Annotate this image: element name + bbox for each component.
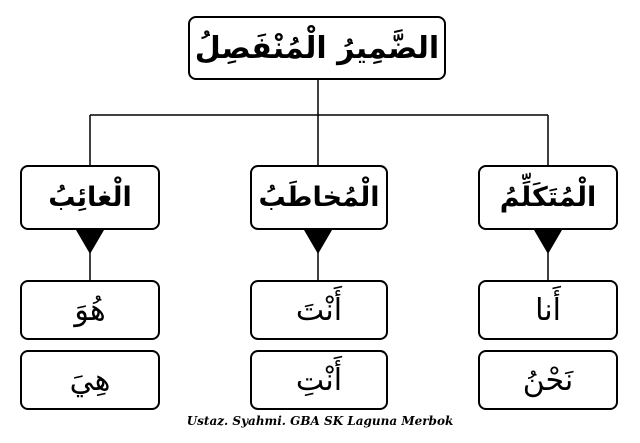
pronoun-node-ana: أَنا xyxy=(478,280,618,340)
arrowhead-right xyxy=(534,230,562,254)
category-label-second-person: الْمُخاطَبُ xyxy=(258,182,380,213)
pronoun-label-nahnu: نَحْنُ xyxy=(522,362,574,398)
category-node-third-person: الْغائِبُ xyxy=(20,165,160,230)
pronoun-node-nahnu: نَحْنُ xyxy=(478,350,618,410)
arrowhead-middle xyxy=(304,230,332,254)
root-node-label: الضَّمِيرُ الْمُنْفَصِلُ xyxy=(194,30,440,66)
category-label-third-person: الْغائِبُ xyxy=(48,182,132,213)
category-node-first-person: الْمُتَكَلِّمُ xyxy=(478,165,618,230)
pronoun-node-huwa: هُوَ xyxy=(20,280,160,340)
author-credit: Ustaz. Syahmi. GBA SK Laguna Merbok xyxy=(186,414,454,428)
pronoun-label-ana: أَنا xyxy=(535,292,561,328)
category-label-first-person: الْمُتَكَلِّمُ xyxy=(499,182,597,213)
pronoun-node-hiya: هِيَ xyxy=(20,350,160,410)
pronoun-node-anti: أَنْتِ xyxy=(250,350,388,410)
pronoun-node-anta: أَنْتَ xyxy=(250,280,388,340)
root-node-box: الضَّمِيرُ الْمُنْفَصِلُ xyxy=(188,16,446,80)
pronoun-label-anti: أَنْتِ xyxy=(295,362,343,398)
category-node-second-person: الْمُخاطَبُ xyxy=(250,165,388,230)
pronoun-label-huwa: هُوَ xyxy=(74,292,106,328)
pronoun-label-hiya: هِيَ xyxy=(69,362,111,398)
pronoun-label-anta: أَنْتَ xyxy=(295,292,343,328)
arrowhead-left xyxy=(76,230,104,254)
